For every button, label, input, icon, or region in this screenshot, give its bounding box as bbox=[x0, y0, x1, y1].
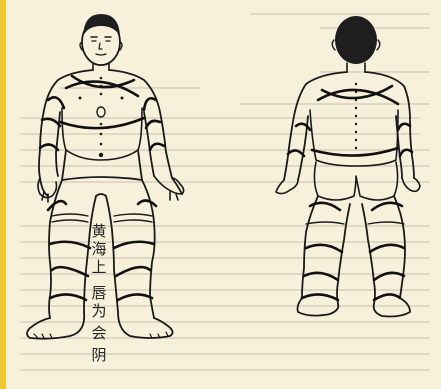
back-knees bbox=[306, 222, 404, 224]
caption-char: 黄 bbox=[88, 222, 110, 240]
caption-char: 会 bbox=[88, 324, 110, 342]
caption-char: 为 bbox=[88, 302, 110, 320]
back-foot-right bbox=[374, 298, 410, 317]
caption-char: 阴 bbox=[88, 346, 110, 364]
back-spine-points bbox=[355, 83, 357, 149]
back-body-outline bbox=[284, 72, 414, 180]
front-face bbox=[91, 37, 111, 55]
front-foot-right bbox=[118, 312, 173, 338]
caption-char: 上 bbox=[88, 258, 110, 276]
front-nipple-right bbox=[121, 97, 124, 100]
front-foot-left bbox=[27, 312, 84, 339]
page-edge bbox=[0, 0, 6, 389]
front-hair bbox=[83, 14, 120, 36]
back-hand-right bbox=[402, 178, 420, 191]
front-navel bbox=[97, 107, 105, 117]
back-head bbox=[335, 16, 377, 64]
caption-char: 唇 bbox=[88, 284, 110, 302]
front-knees bbox=[52, 214, 152, 222]
back-buttocks bbox=[314, 162, 397, 200]
front-nipple-left bbox=[79, 97, 82, 100]
background-text-lines bbox=[20, 14, 430, 370]
caption-char: 海 bbox=[88, 240, 110, 258]
back-foot-left bbox=[298, 298, 339, 316]
back-neck bbox=[347, 63, 365, 72]
back-legs bbox=[302, 196, 405, 304]
